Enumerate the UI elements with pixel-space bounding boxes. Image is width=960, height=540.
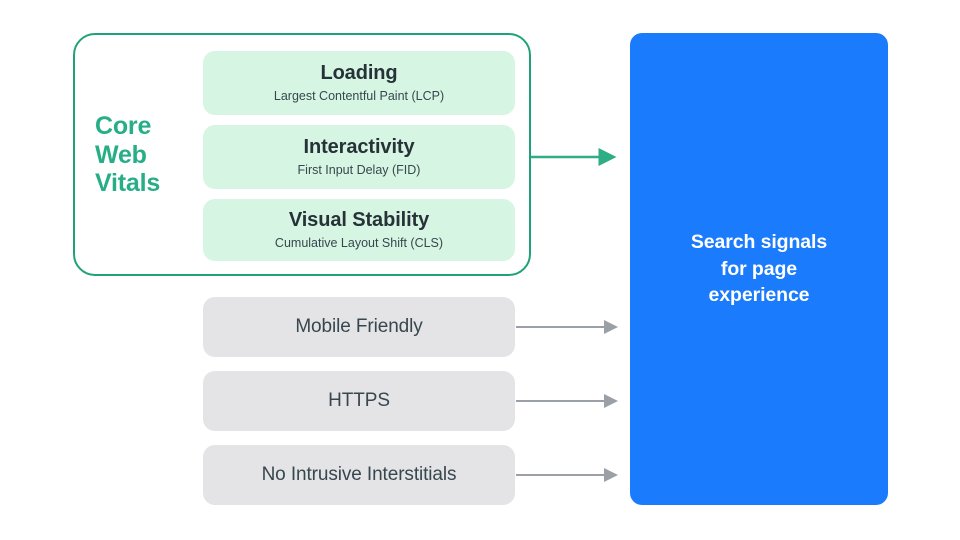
signal-label-https: HTTPS xyxy=(328,390,390,411)
metric-title-visual-stability: Visual Stability xyxy=(288,209,430,232)
metric-title-loading: Loading xyxy=(320,62,398,85)
signal-card-mobile-friendly[interactable]: Mobile Friendly xyxy=(203,297,515,357)
signal-label-mobile-friendly: Mobile Friendly xyxy=(295,316,423,337)
signal-card-no-intrusive-interstitials[interactable]: No Intrusive Interstitials xyxy=(203,445,515,505)
metric-subtitle-loading: Largest Contentful Paint (LCP) xyxy=(273,88,445,103)
metric-card-interactivity[interactable]: Interactivity First Input Delay (FID) xyxy=(203,125,515,189)
search-signals-panel[interactable]: Search signals for page experience xyxy=(630,33,888,505)
metric-subtitle-interactivity: First Input Delay (FID) xyxy=(297,162,421,177)
signal-label-no-intrusive-interstitials: No Intrusive Interstitials xyxy=(261,464,457,485)
core-web-vitals-group-label: Core Web Vitals xyxy=(95,112,161,197)
metric-card-loading[interactable]: Loading Largest Contentful Paint (LCP) xyxy=(203,51,515,115)
signal-card-https[interactable]: HTTPS xyxy=(203,371,515,431)
metric-card-visual-stability[interactable]: Visual Stability Cumulative Layout Shift… xyxy=(203,199,515,261)
metric-subtitle-visual-stability: Cumulative Layout Shift (CLS) xyxy=(274,235,444,250)
metric-title-interactivity: Interactivity xyxy=(303,136,415,159)
core-web-vitals-group xyxy=(73,33,531,276)
search-signals-panel-label: Search signals for page experience xyxy=(690,231,828,307)
